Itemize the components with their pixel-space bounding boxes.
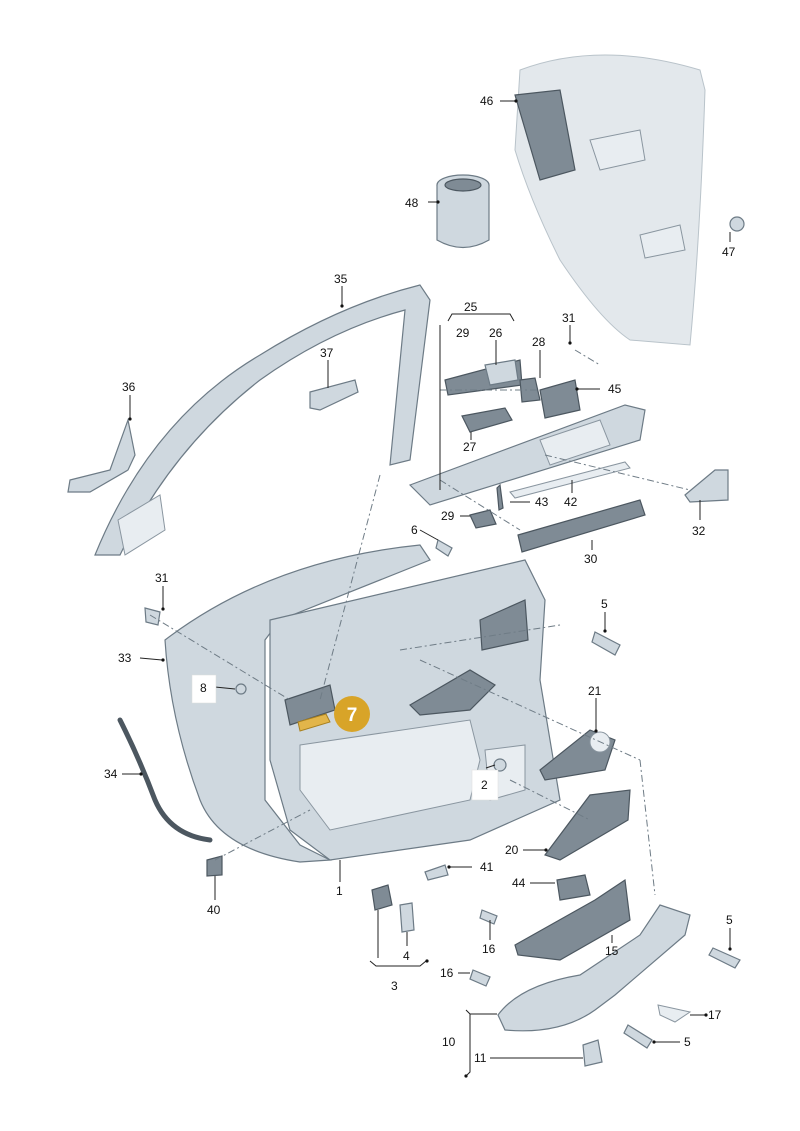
callout-30[interactable]: 30	[584, 552, 598, 566]
callout-43[interactable]: 43	[535, 495, 549, 509]
callout-5-lower[interactable]: 5	[684, 1035, 691, 1049]
callout-27[interactable]: 27	[463, 440, 477, 454]
callout-labels: 46 48 47 35 25 29 26 31 37 28 36 45 27 4…	[104, 94, 736, 1065]
trim-strip-30	[517, 499, 646, 553]
grommet-8	[235, 683, 247, 695]
grab-handle	[497, 904, 692, 1032]
callout-4[interactable]: 4	[403, 949, 410, 963]
cup-holder	[436, 174, 490, 249]
callout-31-lower[interactable]: 31	[155, 571, 169, 585]
clip-3-4	[371, 884, 415, 933]
clip-29	[469, 509, 497, 529]
callout-29[interactable]: 29	[456, 326, 470, 340]
callout-1[interactable]: 1	[336, 884, 343, 898]
cap-32	[684, 469, 729, 503]
leader-lines	[122, 100, 731, 1077]
label-box-8	[191, 674, 217, 704]
callout-31[interactable]: 31	[562, 311, 576, 325]
callout-32[interactable]: 32	[692, 524, 706, 538]
callout-48[interactable]: 48	[405, 196, 419, 210]
clip-40	[206, 855, 223, 877]
callout-10[interactable]: 10	[442, 1035, 456, 1049]
callout-35[interactable]: 35	[334, 272, 348, 286]
callout-17[interactable]: 17	[708, 1008, 722, 1022]
screw-47	[729, 216, 745, 232]
clip-37	[309, 379, 359, 411]
callout-11[interactable]: 11	[474, 1051, 487, 1065]
highlight-label: 7	[347, 705, 358, 726]
callout-5[interactable]: 5	[601, 597, 608, 611]
clip-11	[582, 1039, 603, 1067]
callout-5-right[interactable]: 5	[726, 913, 733, 927]
label-box-2	[471, 769, 499, 801]
callout-42[interactable]: 42	[564, 495, 578, 509]
callout-25[interactable]: 25	[464, 300, 478, 314]
callout-44[interactable]: 44	[512, 876, 526, 890]
door-knob-2	[493, 758, 507, 772]
callout-15[interactable]: 15	[605, 944, 619, 958]
callout-36[interactable]: 36	[122, 380, 136, 394]
callout-34[interactable]: 34	[104, 767, 118, 781]
callout-16[interactable]: 16	[482, 942, 496, 956]
callout-37[interactable]: 37	[320, 346, 334, 360]
callout-41[interactable]: 41	[480, 860, 494, 874]
switch-bezel-parts	[444, 359, 581, 433]
callout-40[interactable]: 40	[207, 903, 221, 917]
callout-16-lower[interactable]: 16	[440, 966, 454, 980]
callout-3[interactable]: 3	[391, 979, 398, 993]
switch-panel-15	[514, 874, 631, 961]
callout-28[interactable]: 28	[532, 335, 546, 349]
callout-29-lower[interactable]: 29	[441, 509, 455, 523]
callout-8[interactable]: 8	[200, 681, 207, 695]
construction-lines	[149, 349, 691, 896]
inner-trim-strip	[408, 404, 646, 511]
armrest-cover-20	[544, 789, 631, 861]
clip-41	[424, 864, 449, 881]
window-frame-trim	[94, 284, 431, 556]
callout-45[interactable]: 45	[608, 382, 622, 396]
highlight-badge[interactable]	[334, 696, 370, 732]
screw-5	[591, 631, 621, 656]
screw-16	[469, 909, 498, 987]
callout-20[interactable]: 20	[505, 843, 519, 857]
highlighted-part-7[interactable]: 7	[297, 696, 370, 732]
callout-46[interactable]: 46	[480, 94, 494, 108]
callout-2[interactable]: 2	[481, 778, 488, 792]
seal-strip	[117, 717, 213, 843]
screw-5-lower	[623, 947, 741, 1049]
trim-piece-36	[67, 417, 136, 493]
bolt-6	[435, 539, 453, 557]
callout-6[interactable]: 6	[411, 523, 418, 537]
callout-33[interactable]: 33	[118, 651, 132, 665]
callout-21[interactable]: 21	[588, 684, 602, 698]
upper-door-trim-panel	[514, 54, 706, 346]
leader-dots	[128, 99, 732, 1078]
callout-47[interactable]: 47	[722, 245, 736, 259]
callout-26[interactable]: 26	[489, 326, 503, 340]
